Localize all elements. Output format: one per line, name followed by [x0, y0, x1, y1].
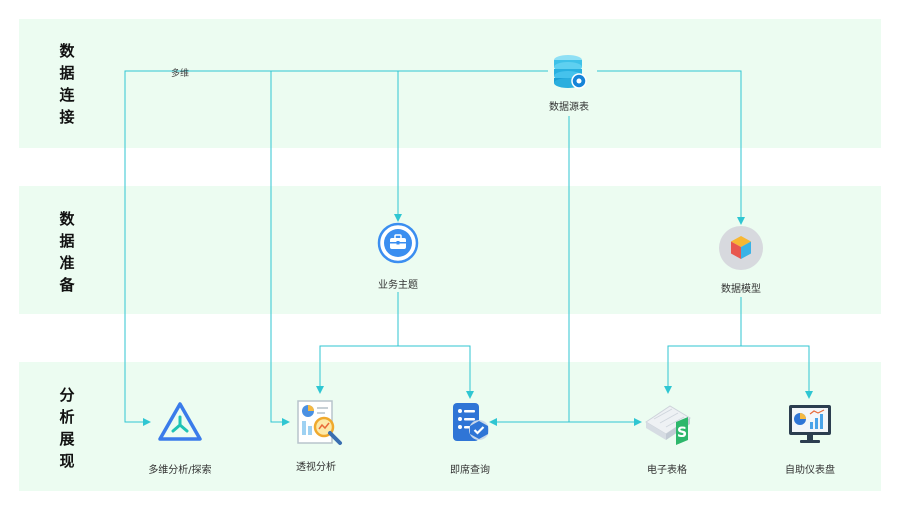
- node-label-data-model: 数据模型: [721, 284, 761, 295]
- layer-band-present: [19, 362, 881, 491]
- edge-datasource-multidim: [124, 70, 548, 426]
- layer-label-present: 分析展现: [59, 386, 75, 470]
- edge-data-model-dashboard: [741, 345, 813, 399]
- monitor-dashboard-icon[interactable]: [786, 402, 834, 446]
- svg-text:S: S: [677, 425, 687, 441]
- node-label-pivot: 透视分析: [296, 462, 336, 473]
- node-label-dashboard: 自助仪表盘: [785, 465, 835, 476]
- database-gear-icon[interactable]: [550, 52, 590, 92]
- layer-label-prepare: 数据准备: [59, 210, 75, 294]
- edge-business-topic-adhoc: [398, 345, 474, 399]
- layer-label-connect: 数据连接: [59, 42, 75, 126]
- layer-band-connect: [19, 19, 881, 148]
- cube-icon[interactable]: [718, 225, 764, 271]
- briefcase-icon[interactable]: [377, 222, 419, 264]
- node-label-datasource: 数据源表: [549, 102, 589, 113]
- triangle-branch-icon[interactable]: [157, 401, 203, 443]
- chart-magnifier-icon[interactable]: [296, 399, 346, 447]
- spreadsheet-icon[interactable]: S: [640, 400, 694, 448]
- node-label-multidim: 多维分析/探索: [148, 465, 212, 476]
- list-check-icon[interactable]: [449, 401, 493, 445]
- edge-datasource-data-model: [597, 70, 745, 225]
- node-label-business-topic: 业务主题: [378, 280, 418, 291]
- node-label-adhoc: 即席查询: [450, 465, 490, 476]
- node-label-spreadsheet: 电子表格: [647, 465, 687, 476]
- edge-datasource-pivot: [270, 71, 290, 426]
- edge-business-topic-split: [316, 292, 399, 394]
- edge-label-multidim: 多维: [171, 69, 190, 79]
- edge-data-model-split: [664, 297, 742, 394]
